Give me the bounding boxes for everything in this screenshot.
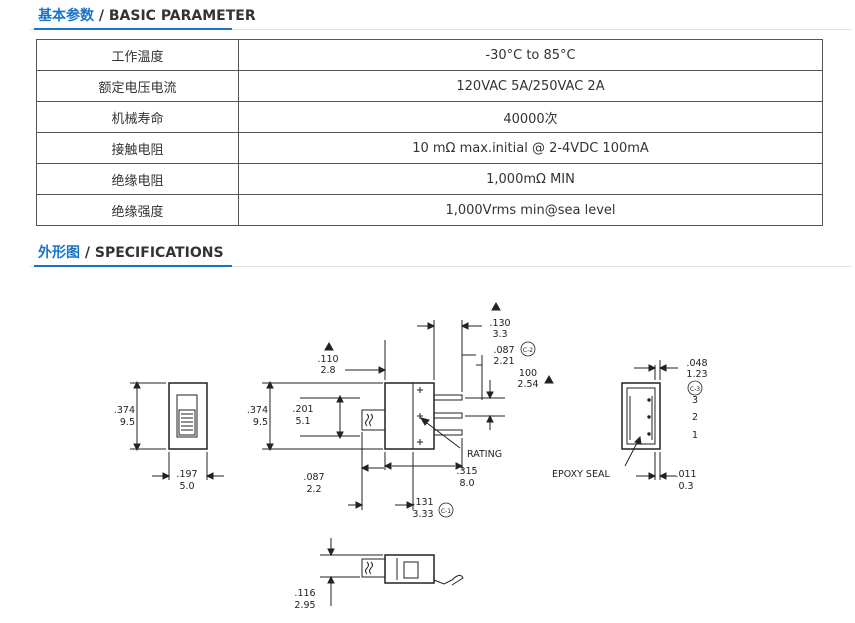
- c3-callout-label: C-3: [690, 386, 700, 393]
- end-view: [621, 360, 678, 480]
- dim-048-mm: 1.23: [686, 369, 707, 380]
- basic-parameter-underline: [30, 28, 852, 30]
- heading-separator: /: [80, 245, 95, 261]
- table-row: 额定电压电流 120VAC 5A/250VAC 2A: [36, 70, 823, 102]
- dim-131-inch: .131: [412, 497, 433, 508]
- table-row: 绝缘强度 1,000Vrms min@sea level: [36, 194, 823, 226]
- pin-1-label: 1: [692, 430, 698, 441]
- param-name: 额定电压电流: [36, 70, 239, 102]
- param-name: 工作温度: [36, 39, 239, 71]
- dim-011-inch: .011: [675, 469, 696, 480]
- c1-callout-icon: [438, 502, 454, 518]
- dim-374b-mm: 9.5: [253, 417, 268, 428]
- dim-315-mm: 8.0: [459, 478, 474, 489]
- specifications-underline: [30, 265, 852, 267]
- dim-197-mm: 5.0: [179, 481, 194, 492]
- dim-201-inch: .201: [292, 404, 313, 415]
- dim-087-inch: .087: [303, 472, 324, 483]
- c2-callout-label: C-2: [523, 347, 533, 354]
- dim-374-inch: .374: [114, 405, 135, 416]
- specifications-heading-en: SPECIFICATIONS: [94, 245, 224, 261]
- table-row: 机械寿命 40000次: [36, 101, 823, 133]
- triangle-marker-icon: [324, 341, 334, 351]
- param-name: 机械寿命: [36, 101, 239, 133]
- actuator-view: [320, 538, 464, 606]
- dim-011-mm: 0.3: [678, 481, 693, 492]
- param-value: -30°C to 85°C: [238, 39, 823, 71]
- pin-2-label: 2: [692, 412, 698, 423]
- dim-087b-inch: .087: [493, 345, 514, 356]
- param-value: 40000次: [238, 101, 823, 133]
- dim-131-mm: 3.33: [412, 509, 433, 520]
- param-value: 1,000mΩ MIN: [238, 163, 823, 195]
- dim-110-inch: .110: [317, 354, 338, 365]
- front-view: [130, 380, 224, 480]
- param-value: 1,000Vrms min@sea level: [238, 194, 823, 226]
- specifications-heading: 外形图 / SPECIFICATIONS: [38, 242, 224, 262]
- dim-374-mm: 9.5: [120, 417, 135, 428]
- c3-callout-icon: [687, 380, 703, 396]
- param-name: 绝缘电阻: [36, 163, 239, 195]
- basic-parameter-heading-cn: 基本参数: [38, 8, 94, 24]
- triangle-marker-icon: [544, 374, 554, 384]
- dim-130-mm: 3.3: [492, 329, 507, 340]
- side-view: [262, 320, 505, 510]
- table-row: 工作温度 -30°C to 85°C: [36, 39, 823, 71]
- dim-116-mm: 2.95: [294, 600, 315, 611]
- param-value: 10 mΩ max.initial @ 2-4VDC 100mA: [238, 132, 823, 164]
- specifications-heading-cn: 外形图: [38, 245, 80, 261]
- dim-100-inch: 100: [519, 368, 537, 379]
- dim-315-inch: .315: [456, 466, 477, 477]
- dim-201-mm: 5.1: [295, 416, 310, 427]
- rating-label: RATING: [467, 449, 502, 460]
- parameter-table: 工作温度 -30°C to 85°C 额定电压电流 120VAC 5A/250V…: [36, 39, 823, 226]
- switch-outline-drawing: .374 9.5 .197 5.0: [114, 301, 708, 611]
- table-row: 接触电阻 10 mΩ max.initial @ 2-4VDC 100mA: [36, 132, 823, 164]
- dim-048-inch: .048: [686, 358, 707, 369]
- c2-callout-icon: [520, 341, 536, 357]
- epoxy-seal-label: EPOXY SEAL: [552, 469, 610, 480]
- dim-116-inch: .116: [294, 588, 315, 599]
- param-value: 120VAC 5A/250VAC 2A: [238, 70, 823, 102]
- triangle-marker-icon: [491, 301, 501, 311]
- heading-separator: /: [94, 8, 109, 24]
- basic-parameter-heading-en: BASIC PARAMETER: [108, 8, 256, 24]
- param-name: 接触电阻: [36, 132, 239, 164]
- dim-100-mm: 2.54: [517, 379, 538, 390]
- dim-087b-mm: 2.21: [493, 356, 514, 367]
- dim-110-mm: 2.8: [320, 365, 335, 376]
- dim-130-inch: .130: [489, 318, 510, 329]
- param-name: 绝缘强度: [36, 194, 239, 226]
- pin-3-label: 3: [692, 395, 698, 406]
- dim-087-mm: 2.2: [306, 484, 321, 495]
- basic-parameter-heading: 基本参数 / BASIC PARAMETER: [38, 5, 256, 25]
- table-row: 绝缘电阻 1,000mΩ MIN: [36, 163, 823, 195]
- c1-callout-label: C-1: [441, 508, 451, 515]
- dim-374b-inch: .374: [247, 405, 268, 416]
- dim-197-inch: .197: [176, 469, 197, 480]
